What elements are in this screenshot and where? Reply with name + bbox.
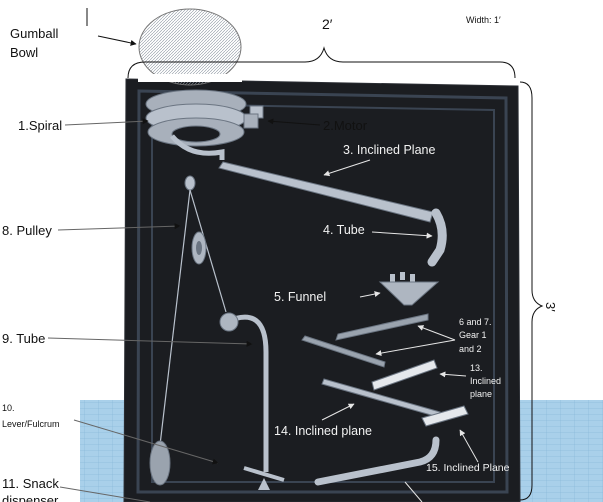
gumball-bowl-base bbox=[138, 74, 242, 82]
tube-4-part bbox=[427, 208, 447, 267]
label-spiral: 1.Spiral bbox=[18, 118, 63, 133]
label-tube-9: 9. Tube bbox=[2, 331, 46, 346]
inclined-plane-15-part bbox=[314, 436, 440, 486]
arrow-snack bbox=[59, 486, 151, 502]
arrow-inclined-14 bbox=[321, 403, 355, 421]
label-gears-1: 6 and 7. bbox=[459, 317, 492, 327]
arrow-funnel bbox=[359, 291, 381, 298]
arrow-spiral bbox=[64, 118, 149, 126]
arrow-inclined-15 bbox=[459, 429, 479, 463]
label-snack-1: 11. Snack bbox=[2, 476, 59, 491]
label-funnel-5: 5. Funnel bbox=[274, 290, 327, 304]
arrow-gears-b bbox=[417, 325, 456, 341]
board-inner-frame bbox=[136, 89, 509, 494]
label-lever-1: 10. bbox=[2, 403, 15, 413]
lever-weight-part bbox=[149, 440, 171, 486]
top-brace bbox=[127, 46, 516, 79]
arrow-gears-a bbox=[375, 339, 456, 357]
dim-width-label: Width: 1′ bbox=[466, 15, 501, 25]
funnel-5-part bbox=[378, 272, 440, 306]
gumball-bowl-shape bbox=[138, 8, 242, 86]
motor-part bbox=[243, 105, 264, 129]
gear-2-part bbox=[301, 335, 386, 368]
tube-9-cup bbox=[219, 312, 239, 332]
label-gears-3: and 2 bbox=[459, 344, 482, 354]
spiral-part bbox=[145, 89, 247, 160]
dim-top-label: 2′ bbox=[322, 16, 333, 32]
pulley-part bbox=[159, 175, 227, 446]
label-gumball-bowl-2: Bowl bbox=[10, 45, 39, 60]
arrow-tube-9 bbox=[47, 337, 253, 347]
label-inclined-plane-3: 3. Inclined Plane bbox=[343, 143, 436, 157]
arrow-motor bbox=[267, 118, 321, 126]
small-plank-part bbox=[421, 405, 469, 427]
arrow-gumball bbox=[97, 35, 137, 46]
label-inclined-13-2: Inclined bbox=[470, 376, 502, 386]
arrow-tube-4 bbox=[371, 231, 433, 239]
label-inclined-plane-15: 15. Inclined Plane bbox=[426, 462, 510, 474]
inclined-plane-13-part bbox=[371, 359, 438, 391]
fulcrum-part bbox=[258, 478, 270, 490]
label-motor: 2.Motor bbox=[323, 118, 368, 133]
arrow-inclined-13 bbox=[439, 371, 467, 378]
board-outer bbox=[123, 78, 521, 502]
label-snack-2: dispenser bbox=[2, 493, 59, 502]
arrow-inclined-3 bbox=[323, 159, 371, 177]
label-tube-4: 4. Tube bbox=[323, 223, 365, 237]
label-gears-2: Gear 1 bbox=[459, 330, 487, 340]
arrow-bottom bbox=[404, 481, 423, 502]
arrow-pulley bbox=[57, 223, 181, 231]
dim-right-label: 3′ bbox=[543, 302, 558, 312]
label-pulley: 8. Pulley bbox=[2, 223, 52, 238]
label-inclined-plane-14: 14. Inclined plane bbox=[274, 424, 372, 438]
arrow-lever bbox=[73, 419, 219, 465]
inclined-plane-14-part bbox=[321, 378, 441, 418]
label-gumball-bowl-1: Gumball bbox=[10, 26, 59, 41]
label-lever-2: Lever/Fulcrum bbox=[2, 419, 60, 429]
label-inclined-13-3: plane bbox=[470, 389, 493, 399]
lever-bar-part bbox=[243, 466, 285, 482]
board-inner-frame-2 bbox=[151, 102, 495, 483]
right-brace bbox=[519, 81, 544, 501]
label-inclined-13-1: 13. bbox=[470, 363, 483, 373]
gear-1-part bbox=[335, 313, 429, 341]
